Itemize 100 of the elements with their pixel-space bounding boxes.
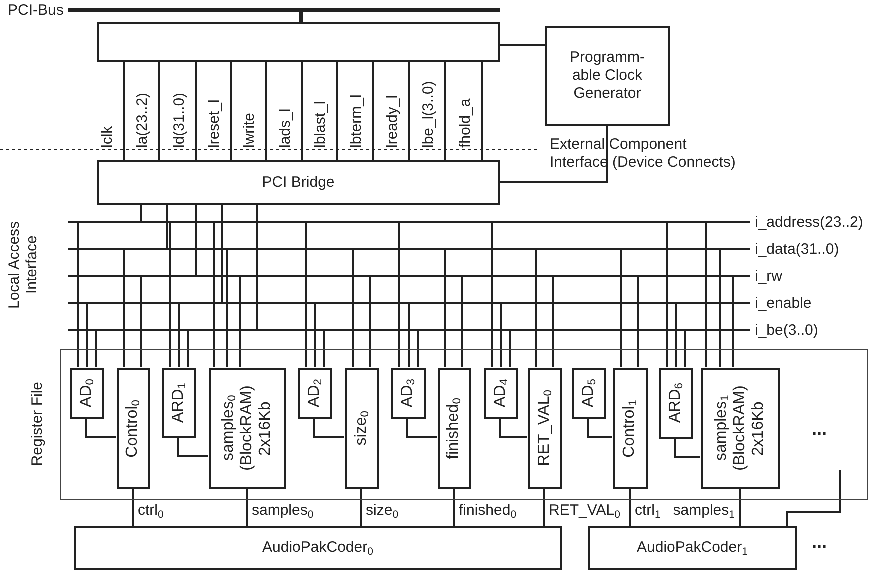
signal-bus bbox=[68, 267, 783, 285]
connector bbox=[500, 126, 608, 184]
block-box bbox=[74, 526, 562, 570]
connector bbox=[637, 276, 639, 367]
connector bbox=[187, 330, 189, 367]
connector bbox=[535, 249, 537, 367]
connector bbox=[177, 437, 208, 457]
ellipsis-label: ... bbox=[812, 420, 828, 438]
register-box bbox=[209, 368, 286, 489]
connector bbox=[169, 222, 171, 367]
block-label: AudioPakCoder$_{0}$ bbox=[262, 539, 374, 557]
connector bbox=[246, 488, 248, 526]
signal-label: lbe_l(3..0) bbox=[420, 80, 438, 148]
connector bbox=[140, 205, 142, 222]
signal-label: lreset_l bbox=[206, 98, 224, 148]
bus-label: i_address(23..2) bbox=[755, 214, 864, 230]
connector bbox=[336, 62, 338, 160]
block-label: PCI Bridge bbox=[262, 174, 335, 192]
connector bbox=[499, 418, 527, 438]
ellipsis-label: ... bbox=[812, 533, 828, 551]
edge-label: finished$_{0}$ bbox=[459, 503, 517, 520]
register-box bbox=[70, 368, 104, 419]
signal-label: la(23..2) bbox=[134, 92, 152, 148]
edge-label: samples$_{0}$ bbox=[252, 503, 314, 520]
connector bbox=[417, 330, 419, 367]
signal-label: lwrite bbox=[241, 112, 259, 148]
connector bbox=[239, 276, 241, 367]
connector bbox=[305, 222, 307, 367]
connector bbox=[461, 276, 463, 367]
connector bbox=[372, 62, 374, 160]
edge-label: size$_{0}$ bbox=[366, 503, 399, 520]
connector bbox=[323, 330, 325, 367]
connector bbox=[629, 488, 631, 526]
register-box bbox=[438, 368, 471, 489]
connector bbox=[453, 488, 455, 526]
connector bbox=[543, 488, 545, 526]
connector bbox=[86, 303, 88, 367]
connector bbox=[166, 205, 168, 249]
register-box bbox=[701, 368, 780, 489]
connector bbox=[408, 303, 410, 367]
connector bbox=[398, 222, 400, 367]
connector bbox=[491, 222, 493, 367]
signal-bus bbox=[68, 213, 864, 231]
register-box bbox=[613, 368, 648, 489]
connector bbox=[77, 222, 79, 367]
block-box bbox=[588, 526, 797, 570]
register-box bbox=[484, 368, 518, 419]
connector bbox=[406, 418, 437, 438]
connector bbox=[123, 249, 125, 367]
connector bbox=[705, 222, 707, 367]
edge-label: ctrl$_{1}$ bbox=[635, 503, 661, 520]
connector bbox=[444, 62, 446, 160]
connector bbox=[481, 62, 483, 160]
edge-label: RET_VAL$_{0}$ bbox=[549, 503, 620, 520]
register-box bbox=[659, 368, 693, 439]
register-box bbox=[391, 368, 426, 419]
signal-label: lads_l bbox=[277, 108, 295, 148]
connector bbox=[132, 488, 134, 526]
signal-bus bbox=[68, 321, 818, 339]
connector bbox=[500, 44, 545, 46]
connector bbox=[226, 249, 228, 367]
connector bbox=[85, 418, 116, 438]
signal-label: lclk bbox=[99, 125, 117, 148]
connector bbox=[666, 222, 668, 367]
bus-label: i_enable bbox=[755, 296, 812, 310]
edge-label: samples$_{1}$ bbox=[673, 503, 735, 520]
connector bbox=[786, 470, 841, 526]
connector bbox=[360, 488, 362, 526]
connector bbox=[230, 62, 232, 160]
connector bbox=[719, 249, 721, 367]
block-label: PCI-Bus bbox=[8, 2, 64, 20]
connector bbox=[256, 205, 258, 330]
connector bbox=[301, 62, 303, 160]
connector bbox=[265, 62, 267, 160]
connector bbox=[178, 303, 180, 367]
connector bbox=[620, 249, 622, 367]
signal-label: lblast_l bbox=[312, 100, 330, 148]
connector bbox=[674, 438, 700, 458]
interface-note: External Component Interface (Device Connects) bbox=[550, 136, 737, 172]
connector bbox=[684, 330, 686, 367]
connector bbox=[140, 276, 142, 367]
connector bbox=[123, 62, 125, 160]
bus-label: i_rw bbox=[755, 268, 783, 284]
connector bbox=[221, 205, 223, 303]
register-box bbox=[298, 368, 332, 419]
signal-label: lready_l bbox=[384, 94, 402, 148]
register-box bbox=[117, 368, 150, 489]
edge-label: ctrl$_{0}$ bbox=[138, 503, 164, 520]
signal-bus bbox=[68, 240, 840, 258]
register-box bbox=[528, 368, 562, 489]
connector bbox=[195, 62, 197, 160]
block-box bbox=[97, 22, 500, 62]
connector bbox=[587, 418, 612, 438]
connector bbox=[444, 249, 446, 367]
connector bbox=[95, 330, 97, 367]
connector bbox=[313, 418, 344, 438]
register-box bbox=[345, 368, 379, 489]
register-box bbox=[572, 368, 606, 419]
bus-label: i_data(31..0) bbox=[755, 242, 840, 256]
block-label: AudioPakCoder$_{1}$ bbox=[637, 539, 748, 557]
